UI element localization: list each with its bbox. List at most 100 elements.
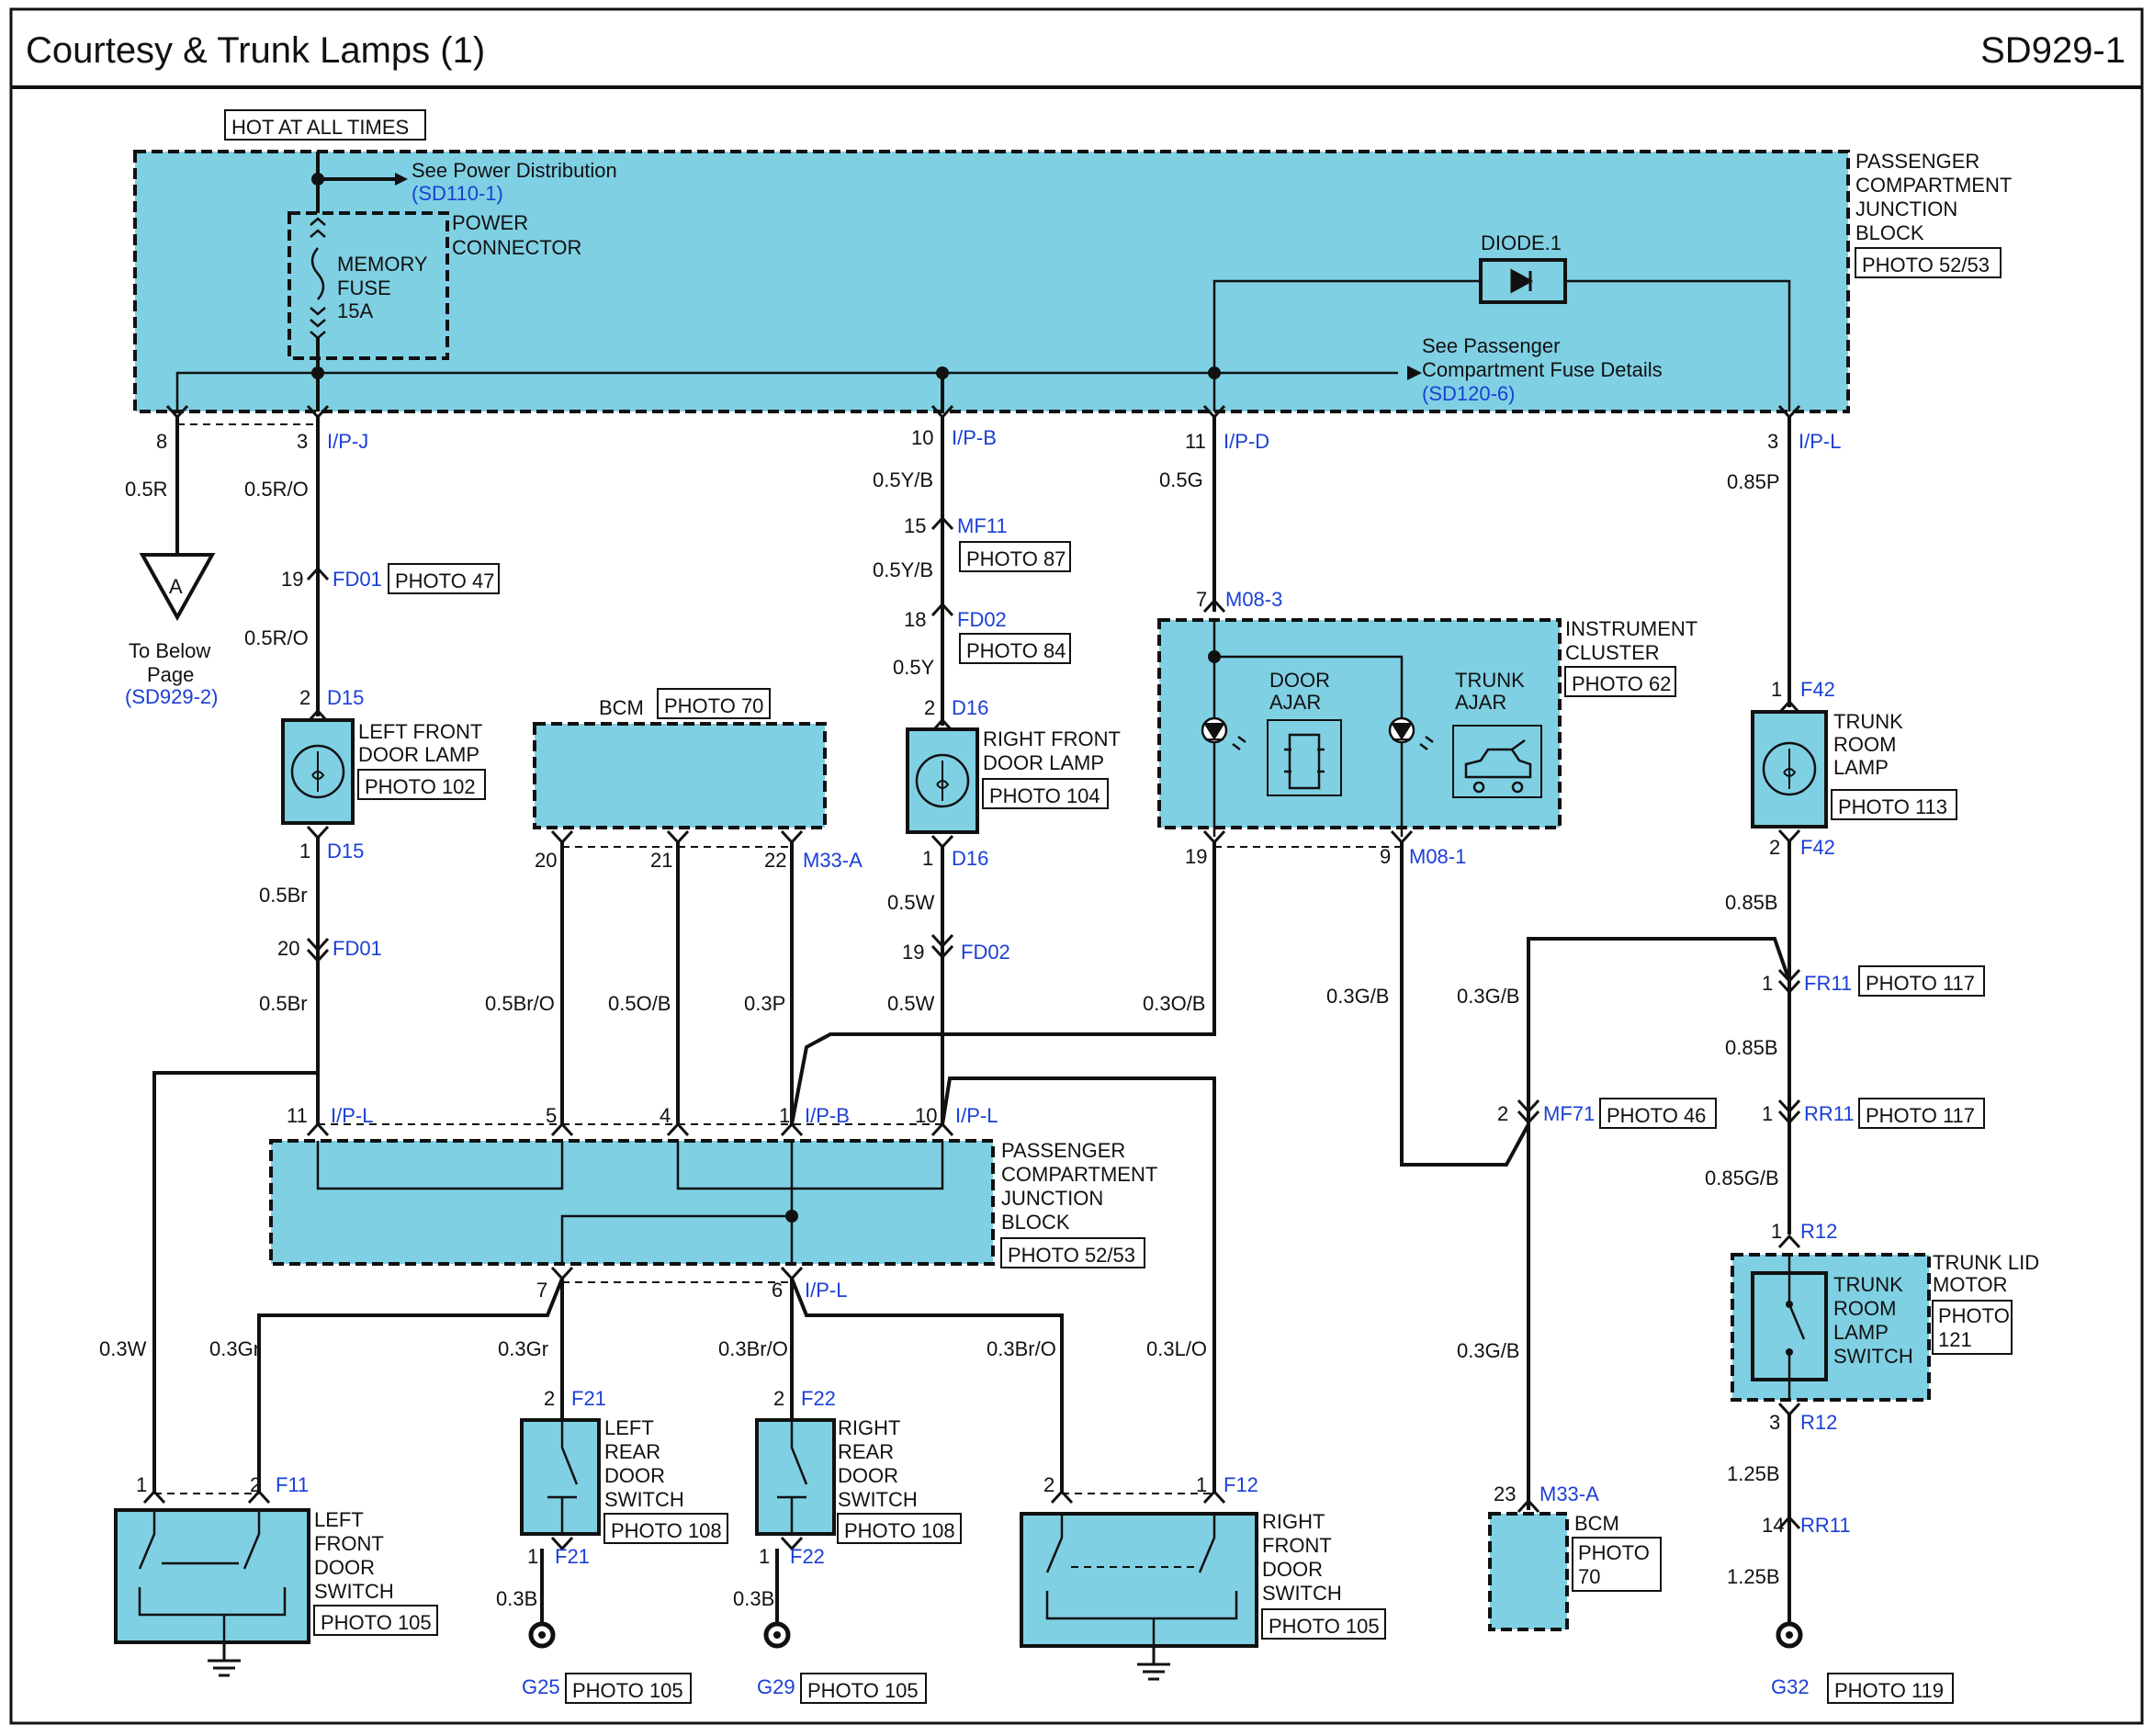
ref-a-text2: Page (147, 663, 194, 686)
conn-ipl: I/P-L (1799, 430, 1841, 453)
conn-fd02b: FD02 (961, 941, 1010, 964)
photo-117a[interactable]: PHOTO 117 (1866, 972, 1975, 995)
ground-g25: G25 (522, 1675, 560, 1698)
photo-105c[interactable]: PHOTO 105 (807, 1679, 919, 1702)
pcjb-mid-wiring (316, 1141, 944, 1264)
conn-d15: D15 (327, 686, 364, 709)
ground-icon (1135, 1646, 1172, 1681)
fuse-element (310, 247, 325, 300)
photo-121b[interactable]: 121 (1938, 1328, 1972, 1351)
switch-node (1786, 1348, 1793, 1356)
pin-label: 2 (1497, 1102, 1508, 1125)
power-connector (288, 211, 449, 360)
photo-box (1827, 1673, 1954, 1704)
led-rays-2 (1419, 736, 1434, 750)
rrds-l4: SWITCH (838, 1488, 918, 1511)
car-door-icon (1284, 733, 1325, 790)
lfds-l3: DOOR (314, 1556, 375, 1579)
pin-10: 10 (911, 426, 933, 449)
photo-121a[interactable]: PHOTO (1938, 1304, 2010, 1327)
wire-label: 0.3G/B (1457, 985, 1519, 1008)
conn-f21b: F21 (555, 1545, 590, 1568)
photo-87[interactable]: PHOTO 87 (966, 547, 1066, 570)
wire-label: 0.3W (99, 1337, 147, 1360)
photo-105b[interactable]: PHOTO 105 (572, 1679, 683, 1702)
see-power-ref[interactable]: (SD110-1) (412, 182, 503, 205)
see-pcfd-l1: See Passenger (1422, 334, 1560, 357)
wire-label: 0.5Y/B (873, 468, 933, 491)
pin-label: 1 (1771, 1220, 1782, 1243)
wire-label: 0.5O/B (608, 992, 671, 1015)
conn-chev (780, 829, 804, 844)
led-rays-1 (1232, 736, 1246, 750)
tlm-l1: TRUNK LID (1933, 1251, 2039, 1274)
rrds-l1: RIGHT (838, 1416, 900, 1439)
wire-label: 0.3B (733, 1587, 774, 1610)
photo-105d[interactable]: PHOTO 105 (1269, 1615, 1380, 1638)
trl-l2: ROOM (1833, 733, 1896, 756)
conn-d15b: D15 (327, 840, 364, 862)
photo-box (565, 1673, 692, 1704)
see-power-dist: See Power Distribution (412, 159, 617, 182)
photo-box (1858, 965, 1985, 997)
conn-f22: F22 (801, 1387, 836, 1410)
ref-a-letter: A (169, 575, 183, 598)
conn-chev (550, 1266, 574, 1280)
cluster-l2: CLUSTER (1565, 641, 1660, 664)
photo-box (1564, 666, 1676, 697)
pin-4: 4 (660, 1104, 671, 1127)
hot-at-all-times: HOT AT ALL TIMES (231, 116, 409, 139)
conn-chev (1777, 1234, 1801, 1249)
see-pcfd-ref[interactable]: (SD120-6) (1422, 382, 1515, 405)
wire-03w (152, 1071, 320, 1492)
pin-label: 2 (924, 696, 935, 719)
photo-52-53b[interactable]: PHOTO 52/53 (1008, 1244, 1135, 1267)
node-cluster (1208, 650, 1221, 663)
door-ajar-icon-box (1267, 719, 1342, 796)
pin-label: 3 (1769, 1411, 1780, 1434)
fuse-l2: FUSE (337, 276, 391, 299)
pcjb-top-l1: PASSENGER (1855, 150, 1979, 173)
photo-102[interactable]: PHOTO 102 (365, 775, 476, 798)
photo-70b-1[interactable]: PHOTO (1578, 1541, 1650, 1564)
node-hot (311, 173, 324, 186)
photo-47[interactable]: PHOTO 47 (395, 569, 494, 592)
photo-113[interactable]: PHOTO 113 (1838, 795, 1947, 818)
photo-108a[interactable]: PHOTO 108 (611, 1519, 722, 1542)
conn-m08-1: M08-1 (1409, 845, 1466, 868)
right-front-door-switch (1020, 1512, 1258, 1648)
pin-label: 2 (1769, 836, 1780, 859)
conn-chev (666, 829, 690, 844)
photo-box (388, 563, 500, 594)
photo-117b[interactable]: PHOTO 117 (1866, 1104, 1975, 1127)
photo-70b-2[interactable]: 70 (1578, 1565, 1600, 1588)
conn-ipl-bot: I/P-L (805, 1279, 847, 1302)
photo-105a[interactable]: PHOTO 105 (321, 1611, 432, 1634)
photo-box (603, 1513, 728, 1544)
ref-a-link[interactable]: (SD929-2) (125, 685, 218, 708)
pin-label: 1 (299, 840, 310, 862)
photo-84[interactable]: PHOTO 84 (966, 639, 1066, 662)
wire-label: 0.3Br/O (987, 1337, 1056, 1360)
photo-62[interactable]: PHOTO 62 (1572, 672, 1671, 695)
lfds-internal (138, 1510, 287, 1642)
conn-ipb-mid: I/P-B (805, 1104, 850, 1127)
pin-10b: 10 (915, 1104, 937, 1127)
rfds-l2: FRONT (1262, 1534, 1332, 1557)
photo-119[interactable]: PHOTO 119 (1834, 1679, 1944, 1702)
pcjb-top-photo[interactable]: PHOTO 52/53 (1862, 254, 1990, 276)
left-rear-door-switch (520, 1418, 601, 1536)
photo-70[interactable]: PHOTO 70 (664, 694, 763, 717)
bcm-box (533, 722, 827, 829)
lf-lamp-l1: LEFT FRONT (358, 720, 482, 743)
pin-label: 20 (277, 937, 299, 960)
arrow-power (395, 173, 408, 186)
photo-46[interactable]: PHOTO 46 (1607, 1104, 1706, 1127)
photo-104[interactable]: PHOTO 104 (989, 784, 1100, 807)
fuse-chev-top (310, 217, 326, 238)
photo-108b[interactable]: PHOTO 108 (844, 1519, 955, 1542)
bcm-label: BCM (599, 696, 644, 719)
diode-symbol (1510, 268, 1534, 294)
conn-fd01: FD01 (333, 568, 382, 591)
photo-box (313, 1605, 438, 1636)
